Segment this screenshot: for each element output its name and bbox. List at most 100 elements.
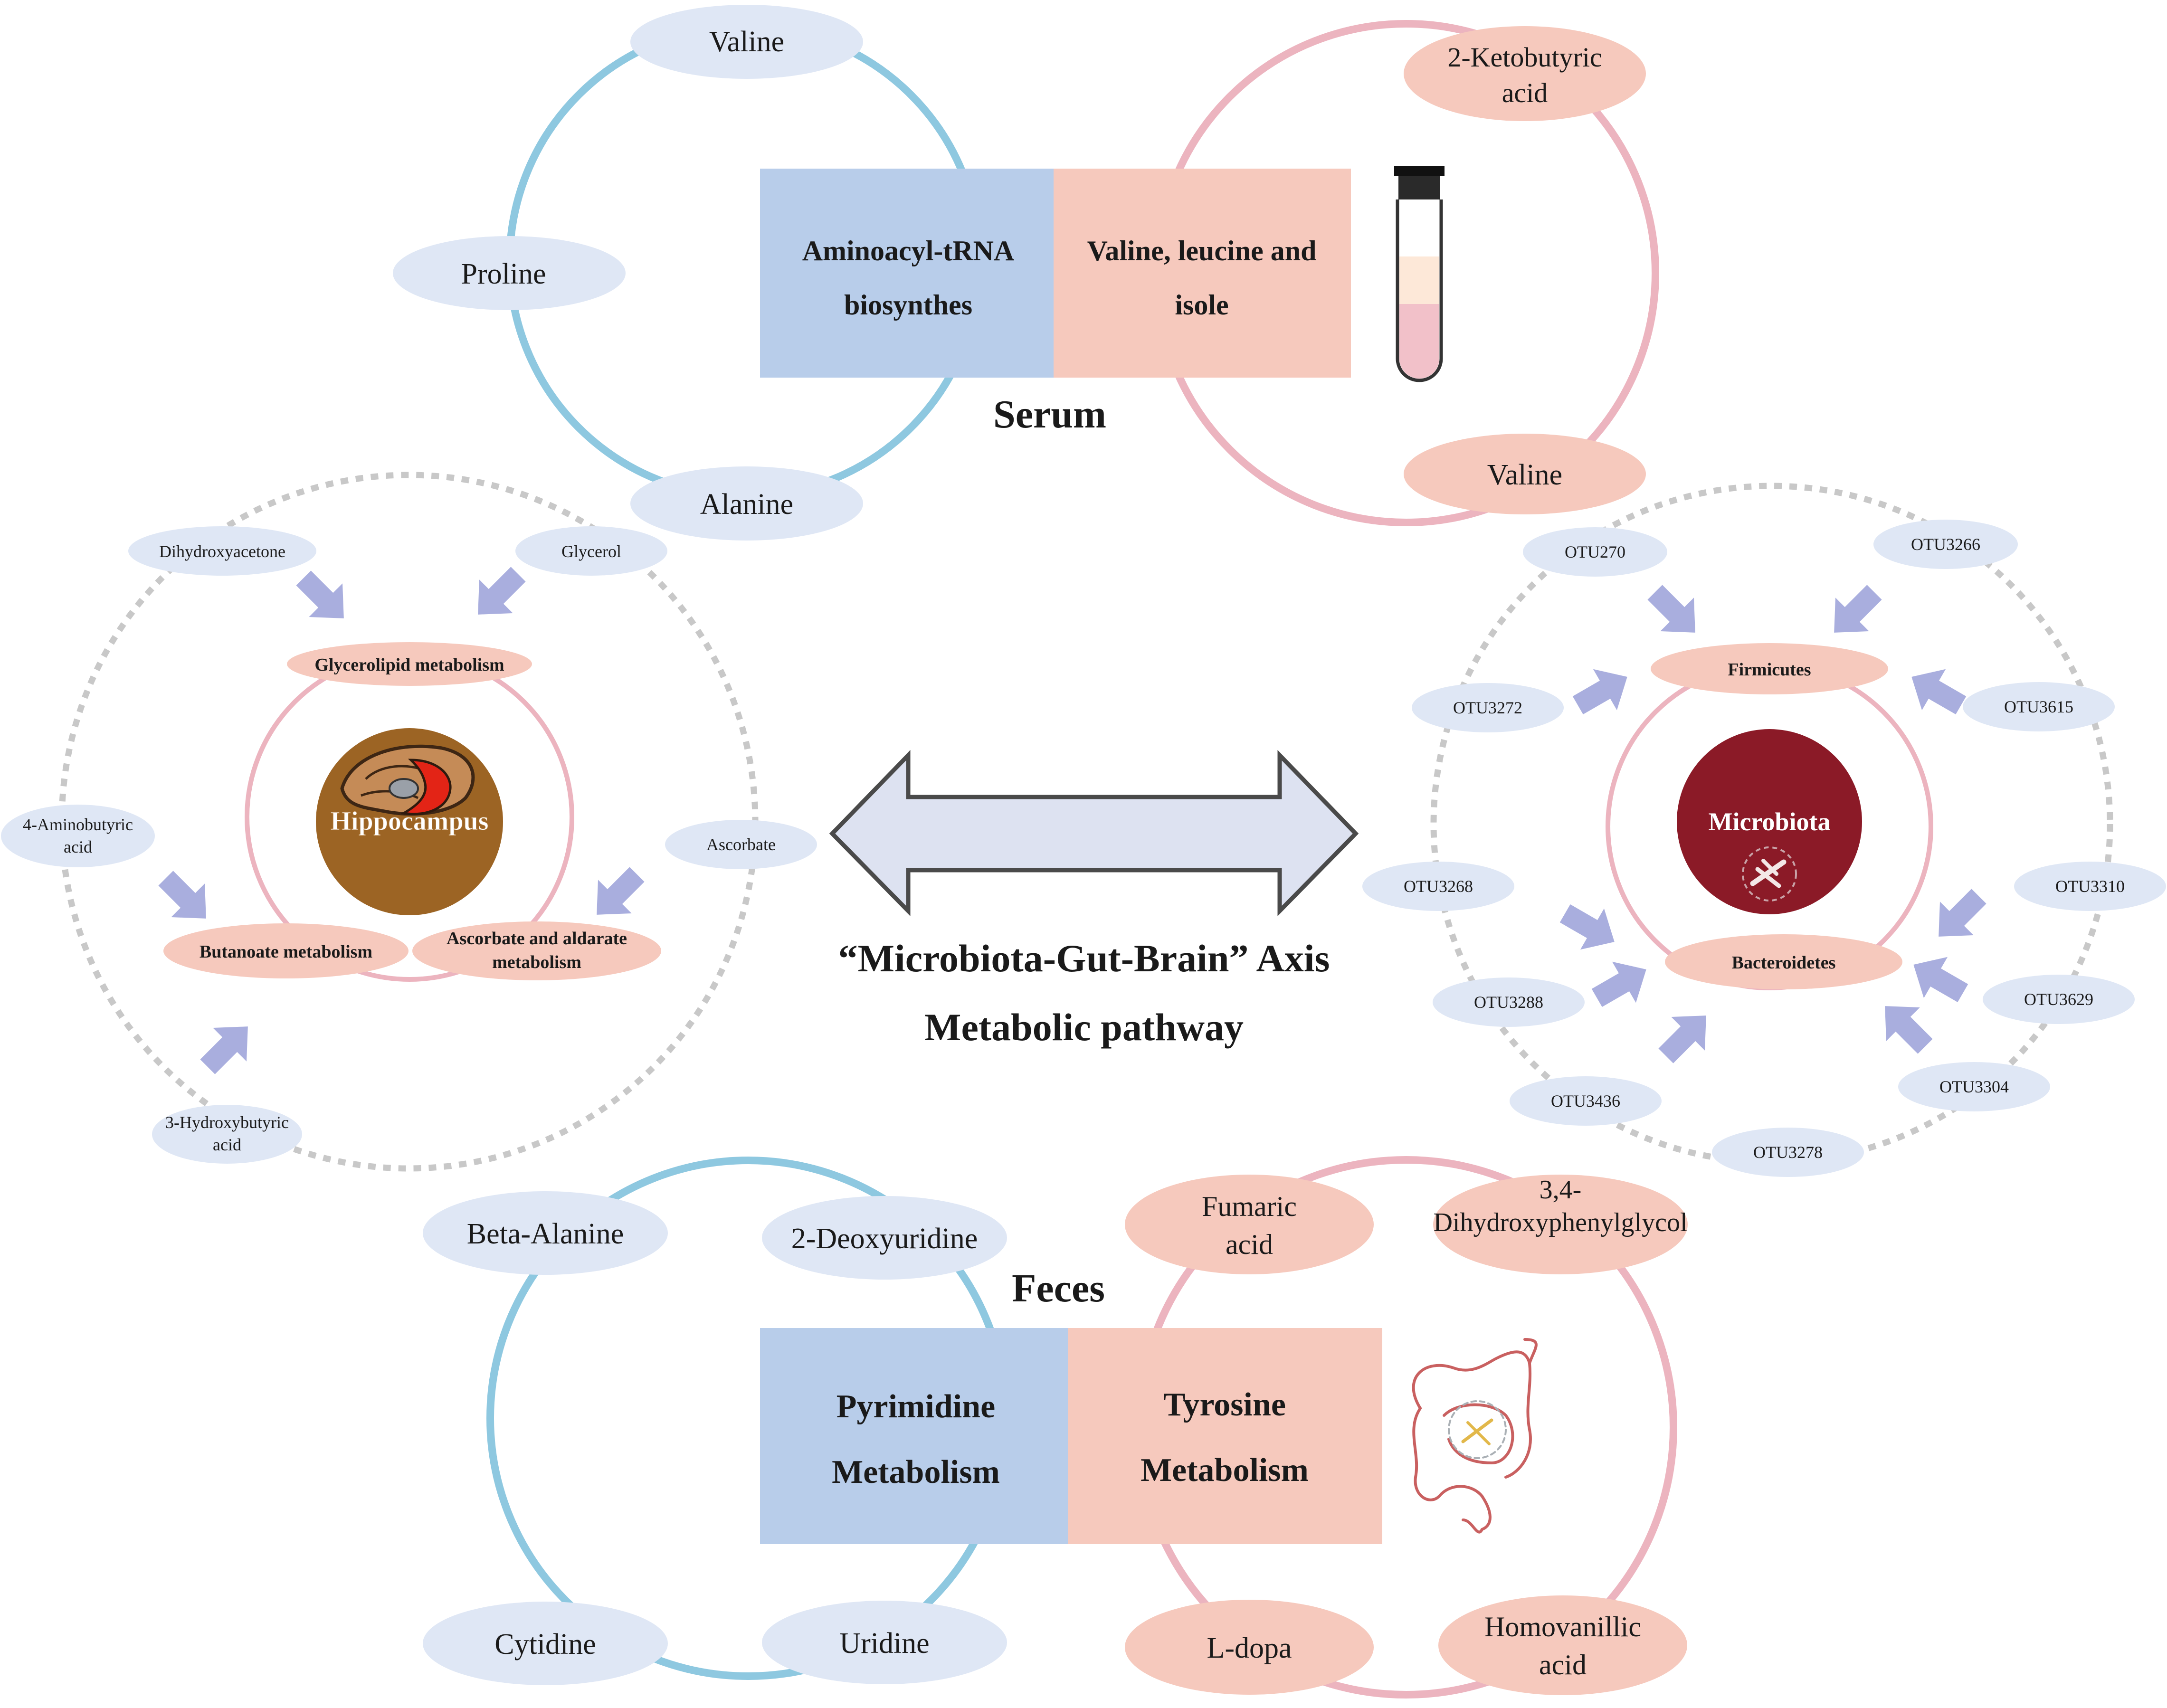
brain-pathway-ellipse: [412, 921, 661, 980]
feces-metabolite-label: 2-Deoxyuridine: [791, 1223, 978, 1255]
otu-label: OTU3268: [1404, 877, 1473, 896]
serum-right-box-line1: Valine, leucine and: [1087, 235, 1317, 266]
brain-pathway-label: Ascorbate and aldarate: [447, 929, 627, 949]
arrow-icon: [580, 857, 654, 932]
hippocampus-label: Hippocampus: [331, 807, 489, 836]
serum-metabolite-label: Proline: [461, 258, 546, 290]
microbiota-disc: [1677, 729, 1862, 914]
double-arrow-icon: [829, 750, 1359, 917]
brain-metabolite-label: 3-Hydroxybutyric: [165, 1113, 289, 1132]
arrow-icon: [1553, 892, 1626, 963]
brain-metabolite-ellipse: [515, 526, 667, 576]
otu-ellipse: [1362, 862, 1514, 911]
serum-metabolite-ellipse: [393, 236, 626, 310]
otu-ellipse: [2014, 862, 2166, 911]
serum-metabolite-ellipse: [630, 466, 863, 541]
serum-right-box-line2: isole: [1175, 289, 1228, 321]
brain-metabolite-ellipse: [128, 526, 316, 576]
feces-metabolite-ellipse: [762, 1601, 1007, 1684]
otu-ellipse: [1983, 975, 2135, 1024]
arrow-icon: [1638, 575, 1712, 650]
arrow-icon: [1868, 989, 1942, 1063]
otu-ellipse: [1873, 520, 2018, 569]
feces-metabolite-label: L-dopa: [1207, 1632, 1292, 1664]
arrow-icon: [286, 561, 361, 636]
intestine-icon: [1412, 1338, 1538, 1534]
serum-metabolite-ellipse: [630, 5, 863, 79]
arrow-icon: [1921, 879, 1996, 954]
otu-label: OTU3304: [1939, 1077, 2009, 1096]
brain-metabolite-label: 4-Aminobutyric: [23, 815, 133, 834]
feces-metabolite-label: Dihydroxyphenylglycol: [1433, 1208, 1687, 1237]
feces-metabolite-ellipse: [423, 1602, 668, 1685]
brain-panel: Hippocampus Glycerolipid metabolism Buta…: [1, 472, 817, 1172]
otu-label: OTU3272: [1453, 698, 1522, 717]
brain-metabolite-label: Dihydroxyacetone: [159, 542, 285, 561]
phylum-ellipse: [1651, 643, 1888, 694]
brain-pathway-ellipse: [287, 642, 532, 686]
otu-label: OTU3629: [2024, 990, 2093, 1009]
arrow-icon: [1901, 944, 1975, 1014]
serum-metabolite-ellipse: [1404, 26, 1646, 121]
brain-metabolite-ellipse: [152, 1105, 302, 1164]
feces-metabolite-label: Uridine: [839, 1627, 929, 1660]
microbiota-panel: Microbiota Firmicutes Bacteroidetes OTU2…: [1362, 483, 2166, 1177]
brain-pathway-label: Butanoate metabolism: [200, 942, 372, 962]
brain-pathway-label: Glycerolipid metabolism: [314, 655, 504, 675]
otu-ellipse: [1712, 1128, 1864, 1177]
serum-metabolite-label: 2-Ketobutyric: [1447, 42, 1602, 73]
feces-metabolite-ellipse: [1433, 1175, 1688, 1274]
serum-metabolite-ellipse: [1404, 434, 1646, 514]
serum-panel: Aminoacyl-tRNA biosynthes Valine, leucin…: [393, 5, 1659, 541]
serum-metabolite-label: Alanine: [700, 488, 793, 521]
feces-pink-box: [1068, 1328, 1382, 1544]
feces-metabolite-label: Homovanillic: [1484, 1611, 1641, 1642]
feces-metabolite-ellipse: [1438, 1595, 1687, 1695]
axis-title-line2: Metabolic pathway: [924, 1006, 1244, 1049]
arrow-icon: [149, 861, 223, 936]
feces-metabolite-ellipse: [423, 1191, 668, 1275]
otu-label: OTU3266: [1911, 535, 1980, 554]
feces-metabolite-ellipse: [1125, 1600, 1374, 1695]
bacteria-icon: [1742, 846, 1797, 901]
otu-label: OTU3278: [1753, 1143, 1823, 1162]
feces-left-box-line2: Metabolism: [832, 1454, 1000, 1490]
axis-title-line1: “Microbiota-Gut-Brain” Axis: [838, 937, 1330, 980]
otu-ellipse: [1523, 527, 1667, 577]
serum-label: Serum: [993, 392, 1106, 436]
phylum-ellipse: [1665, 934, 1902, 989]
brain-metabolite-ellipse: [665, 820, 817, 869]
otu-ellipse: [1412, 683, 1564, 732]
otu-label: OTU3310: [2055, 877, 2125, 896]
serum-pink-box: [1054, 169, 1351, 378]
feces-blue-box: [760, 1328, 1068, 1544]
serum-left-box-line2: biosynthes: [844, 289, 972, 321]
brain-pathway-ellipse: [163, 923, 409, 978]
feces-panel: Pyrimidine Metabolism Tyrosine Metabolis…: [423, 1156, 1688, 1699]
feces-metabolite-label: acid: [1226, 1229, 1273, 1260]
otu-ellipse: [1898, 1062, 2050, 1111]
otu-label: OTU270: [1565, 542, 1625, 561]
arrow-icon: [190, 1009, 265, 1084]
serum-blue-box: [760, 169, 1054, 378]
arrow-icon: [1649, 998, 1723, 1073]
feces-left-box-line1: Pyrimidine: [836, 1388, 995, 1425]
arrow-icon: [1900, 656, 1973, 726]
serum-metabolite-label: Valine: [709, 26, 784, 58]
test-tube-icon: [1394, 166, 1445, 382]
feces-metabolite-ellipse: [762, 1196, 1007, 1280]
feces-metabolite-label: Beta-Alanine: [467, 1218, 624, 1250]
brain-metabolite-label: acid: [213, 1135, 241, 1154]
feces-label: Feces: [1012, 1266, 1105, 1310]
arrow-icon: [461, 557, 535, 632]
arrow-icon: [1817, 575, 1891, 650]
brain-metabolite-label: Ascorbate: [706, 835, 776, 854]
microbiota-dotted-ring: [1430, 483, 2113, 1166]
feces-metabolite-label: 3,4-: [1540, 1175, 1582, 1205]
feces-metabolite-label: Cytidine: [494, 1628, 596, 1661]
otu-label: OTU3436: [1551, 1091, 1620, 1110]
brain-pathway-label: metabolism: [492, 952, 581, 972]
feces-right-box-line1: Tyrosine: [1163, 1386, 1286, 1423]
otu-label: OTU3615: [2004, 697, 2073, 716]
